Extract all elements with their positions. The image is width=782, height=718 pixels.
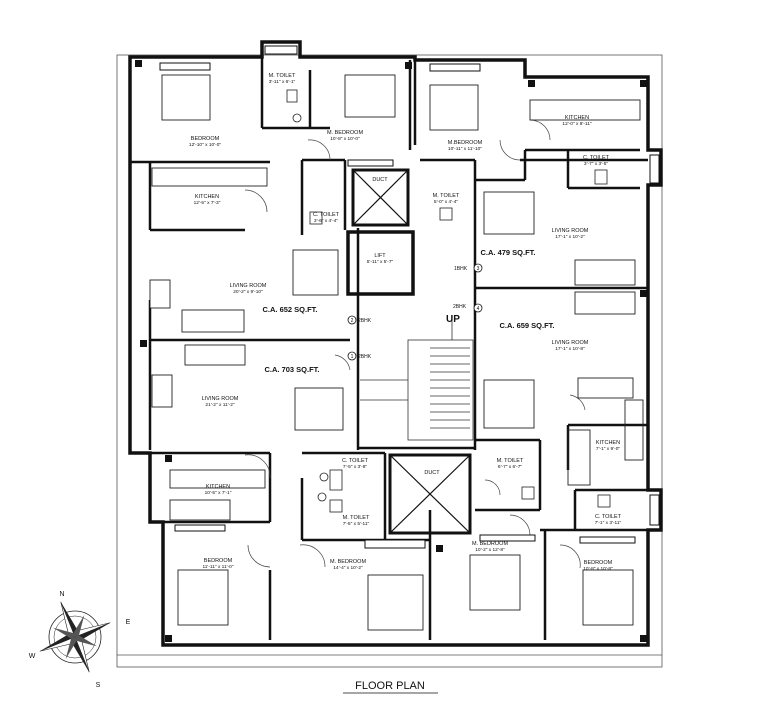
beds [161,74,634,631]
unit-number-4: 4 [477,306,480,312]
room-name-living-br: LIVING ROOM [552,340,589,346]
carpet-area-bl: C.A. 703 SQ.FT. [264,365,319,374]
room-dim-living-bl: 21'-2" x 11'-2" [205,402,234,408]
compass-s-label: S [96,682,101,689]
room-name-bedroom-tl: BEDROOM [191,136,220,142]
toilet-fixtures [286,89,611,513]
room-dim-mtoilet-bl: 7'-5" x 5'-11" [343,521,370,527]
unit-number-3: 3 [477,266,480,272]
room-dim-bedroom-br: 10'-8" x 10'-8" [583,566,613,572]
room-name-bedroom-bl: BEDROOM [204,558,233,564]
room-dim-living-br: 17'-1" x 10'-8" [555,346,585,352]
kitchen-counters [151,99,644,521]
room-name-ctoilet-tl: C. TOILET [313,212,340,218]
room-dim-living-tr: 17'-1" x 10'-2" [555,234,585,240]
room-name-mbedroom-bc: M. BEDROOM [330,559,366,565]
room-name-kitchen-tl: KITCHEN [195,194,219,200]
room-name-mbedroom-tc: M. BEDROOM [327,130,363,136]
room-dim-living-tl: 20'-2" x 9'-10" [233,289,263,295]
compass-n-label: N [59,591,64,598]
room-name-mbedroom-br: M. BEDROOM [472,541,508,547]
room-dim-mtoilet-tr: 5'-0" x 4'-4" [434,199,458,205]
room-name-mtoilet-bl: M. TOILET [343,515,370,521]
room-labels: M. TOILET 3'-11" x 6'-1" BEDROOM 12'-10"… [189,73,622,572]
room-dim-mtoilet-br: 6'-7" x 6'-7" [498,464,522,470]
unit-number-2: 2 [351,318,354,324]
room-name-living-tr: LIVING ROOM [552,228,589,234]
room-name-ctoilet-tr: C. TOILET [583,155,610,161]
windows [159,45,660,549]
room-name-living-bl: LIVING ROOM [202,396,239,402]
room-name-mtoilet-br: M. TOILET [497,458,524,464]
room-name-duct-bottom: DUCT [424,470,440,476]
carpet-area-tr: C.A. 479 SQ.FT. [480,248,535,257]
room-dim-mbedroom-br: 10'-2" x 12'-8" [475,547,505,553]
unit-tags: 2 2BHK 1 2BHK 3 1BHK 4 2BHK [351,266,480,360]
room-dim-ctoilet-tr: 3'-7" x 3'-5" [584,161,608,167]
room-name-lift: LIFT [374,253,386,259]
room-dim-ctoilet-tl: 3'-6" x 4'-4" [314,218,338,224]
room-dim-mbedroom-bc: 14'-4" x 10'-2" [333,565,363,571]
unit-type-1: 2BHK [358,354,372,360]
room-dim-mbedroom-tr: 10'-11" x 11'-10" [448,146,482,152]
duct-bottom-box [388,453,472,535]
staircase [360,320,474,441]
site-outline [116,54,663,668]
stair-up-label: UP [446,314,460,325]
room-name-kitchen-br: KITCHEN [596,440,620,446]
carpet-area-labels: C.A. 479 SQ.FT. C.A. 652 SQ.FT. C.A. 659… [262,248,554,374]
compass-rose-icon: N E S W [29,591,131,689]
carpet-area-br: C.A. 659 SQ.FT. [499,321,554,330]
room-name-kitchen-bl: KITCHEN [206,484,230,490]
door-swings [244,119,586,569]
room-dim-bedroom-bl: 11'-11" x 11'-0" [202,564,233,570]
unit-type-3: 1BHK [454,266,468,272]
room-dim-lift: 5'-11" x 5'-7" [367,259,394,265]
room-dim-kitchen-tl: 12'-5" x 7'-3" [194,200,221,206]
room-dim-kitchen-tr: 12'-0" x 8'-11" [562,121,591,127]
room-dim-kitchen-bl: 10'-5" x 7'-1" [205,490,232,496]
room-name-kitchen-tr: KITCHEN [565,115,589,121]
room-dim-ctoilet-bl: 7'-5" x 3'-8" [343,464,367,470]
room-name-duct-top: DUCT [372,177,388,183]
columns [135,60,647,642]
room-name-mtoilet-tr: M. TOILET [433,193,460,199]
compass-e-label: E [126,619,131,626]
sofas-and-tables [149,191,636,431]
room-dim-m-toilet-tl: 3'-11" x 6'-1" [269,79,296,85]
room-dim-kitchen-br: 7'-1" x 9'-0" [596,446,620,452]
lift-shaft [346,230,415,296]
room-name-m-toilet-tl: M. TOILET [269,73,296,79]
room-dim-bedroom-tl: 12'-10" x 10'-0" [189,142,221,148]
interior-walls [130,57,648,640]
unit-number-1: 1 [351,354,354,360]
duct-top-box [351,168,410,227]
room-dim-ctoilet-br: 7'-1" x 3'-11" [595,520,622,526]
unit-type-4: 2BHK [453,304,467,310]
carpet-area-tl: C.A. 652 SQ.FT. [262,305,317,314]
room-name-bedroom-br: BEDROOM [584,560,613,566]
unit-type-2: 2BHK [358,318,372,324]
room-name-mbedroom-tr: M.BEDROOM [448,140,483,146]
compass-w-label: W [29,653,36,660]
unit-markers [347,263,483,361]
room-name-ctoilet-bl: C. TOILET [342,458,369,464]
room-name-ctoilet-br: C. TOILET [595,514,622,520]
room-dim-mbedroom-tc: 10'-8" x 10'-0" [330,136,360,142]
plan-title: FLOOR PLAN [355,680,425,692]
room-name-living-tl: LIVING ROOM [230,283,267,289]
